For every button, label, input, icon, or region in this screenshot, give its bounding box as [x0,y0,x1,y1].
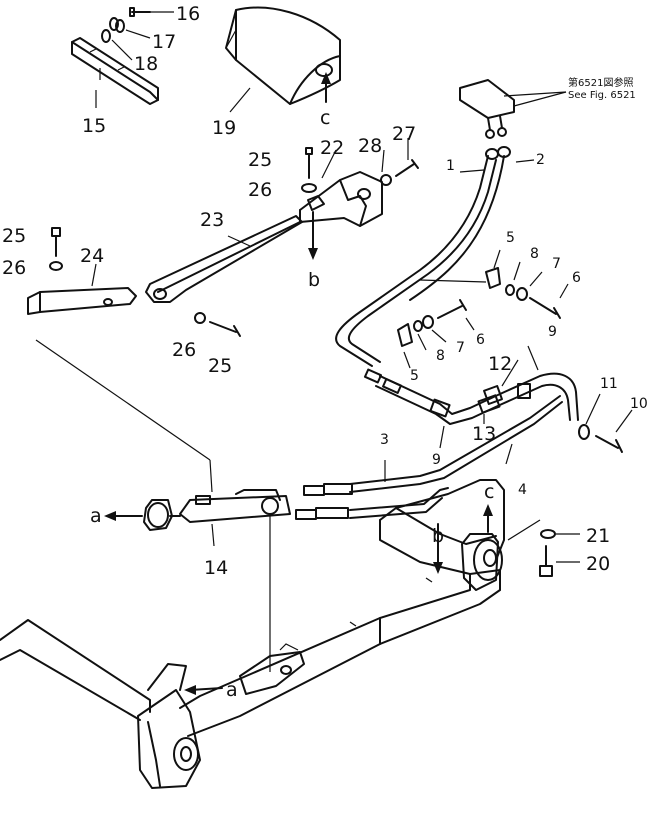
callout-5-lower: 5 [410,368,419,384]
arrow-a-left-upper [104,511,143,521]
callout-8-lower: 8 [436,348,445,364]
callout-7-lower: 7 [456,340,465,356]
callout-17: 17 [152,31,176,53]
arrow-label-b-lower: b [432,525,444,547]
callout-23: 23 [200,209,224,231]
reference-note-en: See Fig. 6521 [568,90,636,101]
callout-10: 10 [630,396,648,412]
arrow-label-a-upper: a [90,505,102,527]
callout-6-upper: 6 [572,270,581,286]
callout-28: 28 [358,135,382,157]
part-26-washer-left [49,261,63,271]
hose-1 [335,148,499,367]
part-8-washer-upper [505,284,515,296]
part-17-washer [109,17,125,33]
arrow-label-b-top: b [308,269,320,291]
part-14-cylinder [143,489,291,531]
callout-8-upper: 8 [530,246,539,262]
callout-26-upper: 26 [248,179,272,201]
arrow-b-down-lower [433,523,443,574]
callout-24: 24 [80,245,104,267]
part-13-fitting [477,394,501,414]
part-6-bolt-lower [437,299,467,319]
callout-4: 4 [518,482,527,498]
callout-14: 14 [204,557,228,579]
callout-12: 12 [488,353,512,375]
part-20-bolt [539,545,553,577]
callout-18: 18 [134,53,158,75]
arrow-label-a-lower: a [226,679,238,701]
callout-25-lower: 25 [208,355,232,377]
arrow-b-down [308,211,318,260]
callout-5-upper: 5 [506,230,515,246]
arrow-c-up-lower [483,504,493,533]
part-7-washer-lower [422,315,434,329]
part-5-clamp-upper [485,267,501,289]
part-5-clamp-lower [397,323,413,347]
callout-2: 2 [536,152,545,168]
part-12-nut [483,385,503,405]
part-8-washer-lower [413,320,423,332]
part-19-cover [225,6,341,105]
callout-25-upper: 25 [248,149,272,171]
part-6-bolt-upper [529,297,561,319]
part-28-washer [380,174,392,186]
callout-21: 21 [586,525,610,547]
part-23-arm [145,215,303,303]
part-27-bolt [395,159,419,177]
hose-9 [363,368,579,425]
callout-19: 19 [212,117,236,139]
callout-26-left: 26 [2,257,26,279]
part-26-washer-upper [301,183,317,193]
arrow-label-c-top: c [320,107,330,129]
part-21-washer [540,529,556,539]
callout-22: 22 [320,137,344,159]
part-25-bolt-upper [305,147,313,179]
callout-13: 13 [472,423,496,445]
callout-20: 20 [586,553,610,575]
part-25-bolt-lower [209,321,241,337]
callout-9-upper: 9 [548,324,557,340]
reference-note-jp: 第6521図参照 [568,76,633,89]
arrow-c-up [321,72,331,103]
part-26-washer-lower [194,312,206,324]
callout-7-upper: 7 [552,256,561,272]
callout-11: 11 [600,376,618,392]
callout-27: 27 [392,123,416,145]
part-18-washer [101,29,111,43]
part-24-plate [27,287,137,315]
callout-3: 3 [380,432,389,448]
callout-16: 16 [176,3,200,25]
arrow-label-c-lower: c [484,481,494,503]
part-15-bracket [71,37,159,105]
part-25-bolt-left [51,227,61,257]
part-11-washer [578,424,590,440]
part-7-washer-upper [516,287,528,301]
pipe-4 [295,487,449,520]
callout-1: 1 [446,158,455,174]
callout-25-left: 25 [2,225,26,247]
hose-2 [409,146,511,301]
pipe-3 [303,395,563,496]
callout-6-lower: 6 [476,332,485,348]
callout-9-lower: 9 [432,452,441,468]
main-frame [0,479,505,789]
callout-15: 15 [82,115,106,137]
part-10-bolt [595,435,623,453]
fig-6521-bracket [459,79,515,139]
callout-26-lower: 26 [172,339,196,361]
arrow-a-left-lower [184,685,223,695]
